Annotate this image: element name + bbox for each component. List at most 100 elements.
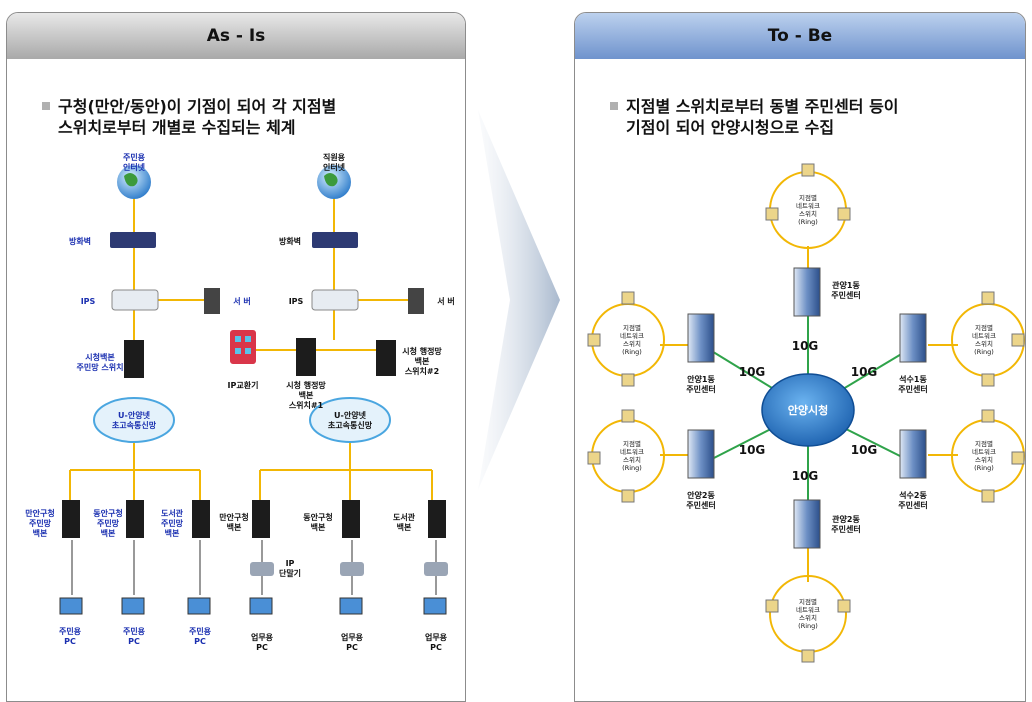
ring-top-3: 스위치 <box>799 209 817 218</box>
seoksu1-center-server-icon <box>899 313 927 363</box>
seoksu2-center-server-icon <box>899 429 927 479</box>
label-manan-res-3: 백본 <box>33 528 48 538</box>
ips-icon <box>111 289 159 311</box>
label-ip-exchange: IP교환기 <box>228 380 259 390</box>
label-firewall-left: 방화벽 <box>69 236 91 246</box>
label-server-left: 서 버 <box>233 296 251 306</box>
label-manan-bb-1: 만안구청 <box>219 512 248 522</box>
label-gwanyang2-2: 주민센터 <box>831 524 860 534</box>
backbone-switch-icon <box>126 500 144 538</box>
admin-backbone-switch-1-icon <box>296 338 316 376</box>
label-anyang1-1: 안양1동 <box>687 374 715 384</box>
label-cloud-right-2: 초고속통신망 <box>328 420 373 430</box>
label-pc-res-3b: PC <box>194 637 206 646</box>
label-dongan-res-1: 동안구청 <box>93 508 122 518</box>
label-cloud-right-1: U-안양넷 <box>334 410 367 420</box>
label-seoksu1-1: 석수1동 <box>899 374 927 384</box>
as-is-desc-line1: 구청(만안/동안)이 기점이 되어 각 지점별 <box>58 97 337 116</box>
label-manan-bb-2: 백본 <box>227 522 242 532</box>
to-be-desc-line1: 지점별 스위치로부터 동별 주민센터 등이 <box>626 97 899 116</box>
label-resident-internet-1: 주민용 <box>123 152 146 162</box>
ring-bottom-2: 네트워크 <box>796 605 820 614</box>
ring-ll-3: 스위치 <box>623 455 641 464</box>
u-anyang-cloud-left-icon <box>93 397 175 443</box>
as-is-desc-line2: 스위치로부터 개별로 수집되는 체계 <box>58 118 296 137</box>
ring-bottom-4: (Ring) <box>798 622 818 630</box>
ring-ur-4: (Ring) <box>974 348 994 356</box>
ring-ll-1: 지점별 <box>623 439 641 448</box>
label-pc-work-3a: 업무용 <box>425 632 448 642</box>
ip-phone-icon <box>250 562 274 576</box>
label-gwanyang1-2: 주민센터 <box>831 290 860 300</box>
label-pc-work-1b: PC <box>256 643 268 652</box>
label-dongan-bb-2: 백본 <box>311 522 326 532</box>
label-pc-work-2b: PC <box>346 643 358 652</box>
label-lib-res-3: 백본 <box>165 528 180 538</box>
label-admin-a-2: 백본 <box>299 390 314 400</box>
label-lib-res-1: 도서관 <box>161 508 184 518</box>
hub-label: 안양시청 <box>788 403 828 417</box>
label-pc-work-3b: PC <box>430 643 442 652</box>
admin-backbone-switch-2-icon <box>376 340 396 376</box>
as-is-diagram <box>69 185 433 500</box>
ring-ur-3: 스위치 <box>975 339 993 348</box>
label-pc-res-2a: 주민용 <box>123 626 146 636</box>
anyang2-center-server-icon <box>687 429 715 479</box>
city-backbone-switch-icon <box>124 340 144 378</box>
label-dongan-res-2: 주민망 <box>97 518 120 528</box>
label-ips-right: IPS <box>289 297 304 306</box>
label-pc-work-2a: 업무용 <box>341 632 364 642</box>
label-manan-res-2: 주민망 <box>29 518 52 528</box>
ring-lr-2: 네트워크 <box>972 447 996 456</box>
label-manan-res-1: 만안구청 <box>25 508 54 518</box>
ip-phone-icon <box>340 562 364 576</box>
bullet-square-icon <box>42 101 50 110</box>
label-dongan-res-3: 백본 <box>101 528 116 538</box>
label-city-backbone-2: 주민망 스위치 <box>77 362 124 372</box>
link-10g-upper-right: 10G <box>851 365 878 379</box>
label-pc-res-3a: 주민용 <box>189 626 212 636</box>
label-ips-left: IPS <box>81 297 96 306</box>
to-be-diagram <box>587 163 1025 663</box>
label-seoksu2-2: 주민센터 <box>898 500 927 510</box>
label-server-right: 서 버 <box>437 296 455 306</box>
link-10g-upper-left: 10G <box>739 365 766 379</box>
label-anyang2-1: 안양2동 <box>687 490 715 500</box>
ring-node-icons <box>587 163 1025 663</box>
ring-ul-4: (Ring) <box>622 348 642 356</box>
transition-arrow <box>478 110 560 490</box>
ring-ll-2: 네트워크 <box>620 447 644 456</box>
server-icon <box>408 288 424 314</box>
label-admin-b-3: 스위치#2 <box>405 366 439 376</box>
to-be-header: To - Be <box>575 13 1025 59</box>
label-seoksu1-2: 주민센터 <box>898 384 927 394</box>
label-pc-work-1a: 업무용 <box>251 632 274 642</box>
label-city-backbone-1: 시청백본 <box>85 352 115 362</box>
backbone-switch-icon <box>252 500 270 538</box>
pc-icons <box>59 597 447 615</box>
anyang1-center-server-icon <box>687 313 715 363</box>
link-10g-top: 10G <box>792 339 819 353</box>
label-firewall-right: 방화벽 <box>279 236 301 246</box>
ring-lr-4: (Ring) <box>974 464 994 472</box>
ring-lr-3: 스위치 <box>975 455 993 464</box>
firewall-icon <box>312 232 358 248</box>
anyang-city-hall-hub-icon <box>761 373 855 447</box>
label-pc-res-2b: PC <box>128 637 140 646</box>
link-10g-bottom: 10G <box>792 469 819 483</box>
bullet-square-icon <box>610 101 618 110</box>
as-is-description: 구청(만안/동안)이 기점이 되어 각 지점별 스위치로부터 개별로 수집되는 … <box>42 96 336 138</box>
backbone-switch-icon <box>342 500 360 538</box>
ring-bottom-1: 지점별 <box>799 597 817 606</box>
backbone-switch-icon <box>428 500 446 538</box>
to-be-panel: To - Be <box>574 12 1026 702</box>
label-gwanyang2-1: 관양2동 <box>832 514 860 524</box>
label-admin-a-3: 스위치#1 <box>289 400 324 410</box>
label-lib-bb-2: 백본 <box>397 522 412 532</box>
label-pc-res-1b: PC <box>64 637 76 646</box>
label-ip-phone-2: 단말기 <box>279 568 301 578</box>
label-lib-res-2: 주민망 <box>161 518 184 528</box>
label-cloud-left-1: U-안양넷 <box>118 410 151 420</box>
ring-top-1: 지점별 <box>799 193 817 202</box>
ring-lr-1: 지점별 <box>975 439 993 448</box>
